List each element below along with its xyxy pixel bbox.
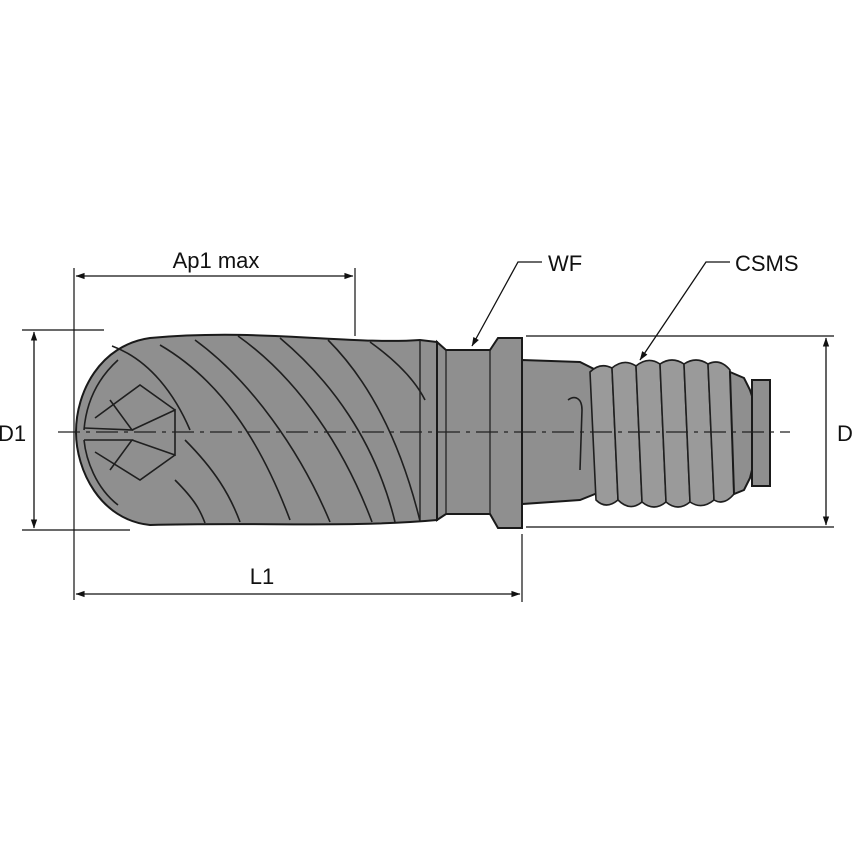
label-d: D — [837, 421, 853, 446]
threaded-shank — [521, 358, 771, 508]
dimension-d: D — [526, 335, 853, 528]
label-csms: CSMS — [735, 251, 799, 276]
dimension-d1: D1 — [0, 329, 130, 531]
cutting-head — [74, 333, 438, 527]
dimension-ap1-max: Ap1 max — [73, 248, 356, 600]
label-l1: L1 — [250, 564, 274, 589]
leader-wf: WF — [471, 251, 582, 347]
label-ap1-max: Ap1 max — [173, 248, 260, 273]
wrench-flat-neck — [436, 337, 523, 529]
thread-crests — [589, 359, 735, 508]
label-d1: D1 — [0, 421, 26, 446]
dimension-l1: L1 — [75, 534, 523, 602]
label-wf: WF — [548, 251, 582, 276]
leader-csms: CSMS — [639, 251, 799, 361]
